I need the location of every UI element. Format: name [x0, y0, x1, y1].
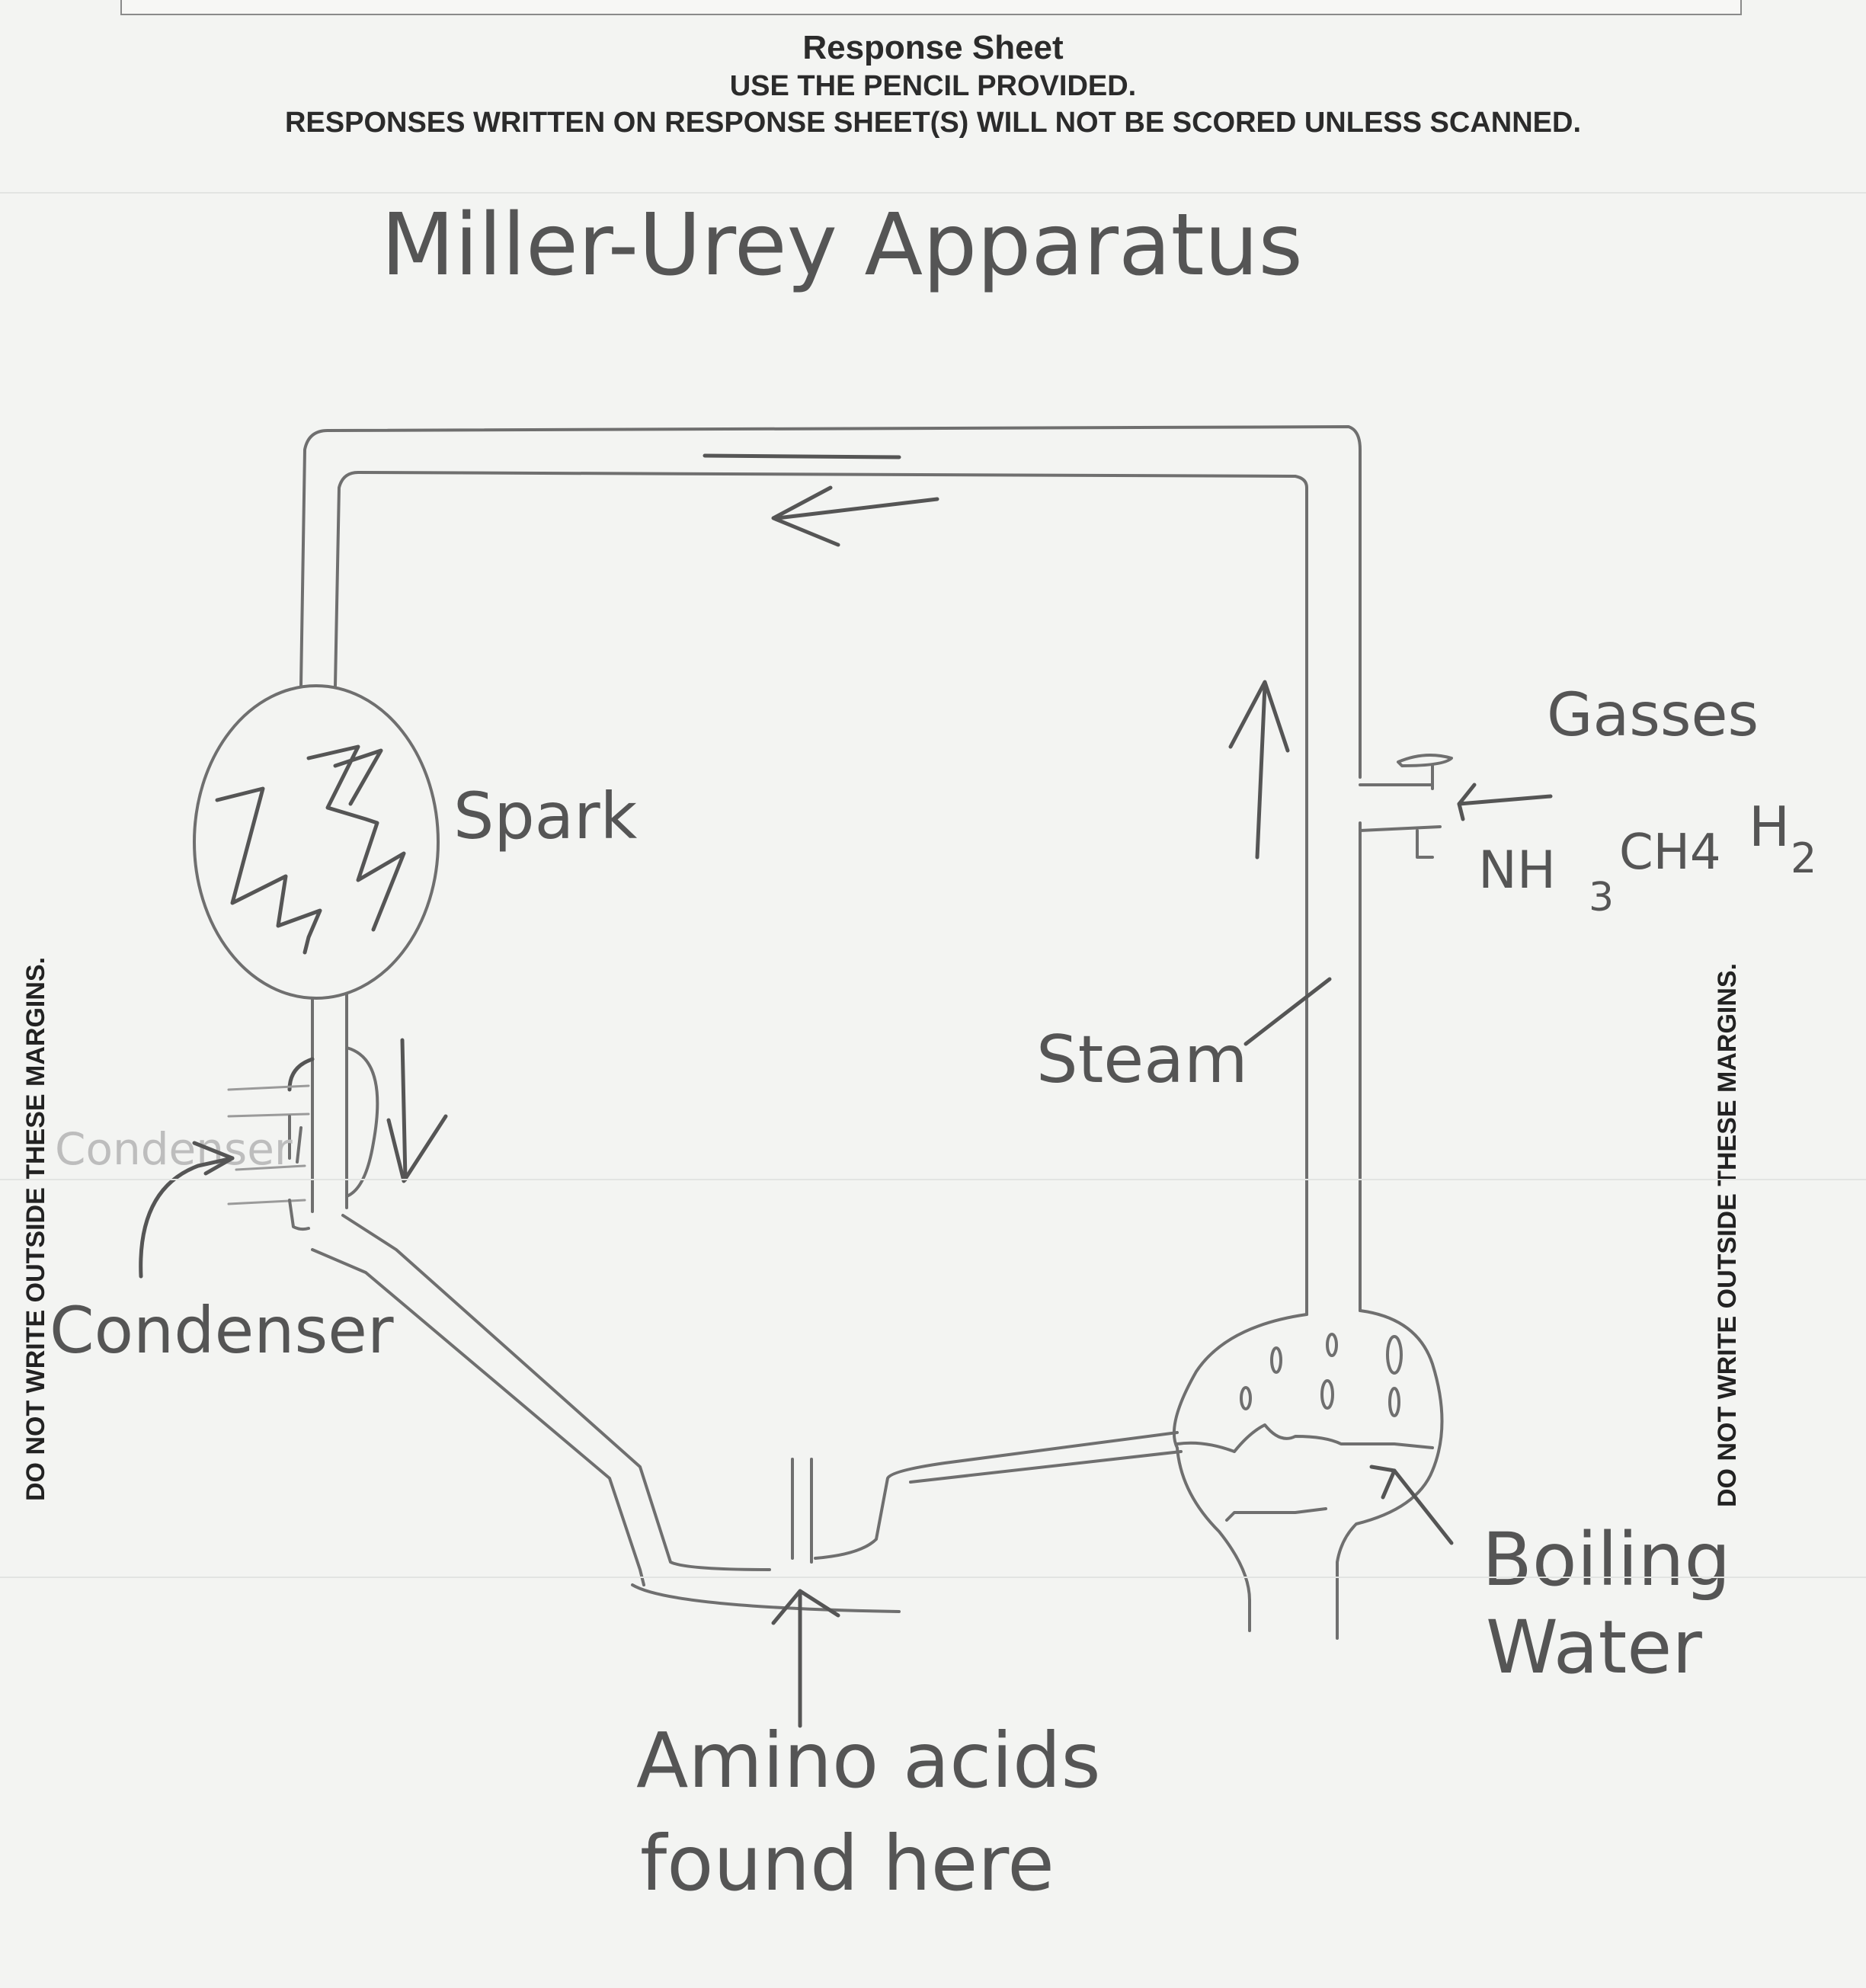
- h2-label: H: [1749, 795, 1790, 859]
- condenser-faint-label: Condenser: [55, 1123, 293, 1175]
- nh3-subscript: 3: [1589, 875, 1614, 920]
- instruction-pencil: USE THE PENCIL PROVIDED.: [729, 70, 1137, 102]
- up-arrow-right: [1228, 680, 1290, 860]
- boiling-label-line1: Boiling: [1482, 1517, 1730, 1602]
- h2-subscript: 2: [1791, 834, 1816, 882]
- condenser-pointer-arrow: Condenser: [50, 1141, 394, 1368]
- sheet-title: Response Sheet: [802, 29, 1064, 66]
- condenser: Condenser: [55, 993, 379, 1231]
- amino-acids-annotation: Amino acids found here: [636, 1589, 1101, 1908]
- ruled-lines: [0, 192, 1866, 1578]
- gas-inlet-valve: [1359, 754, 1553, 859]
- boiling-label-line2: Water: [1486, 1605, 1702, 1690]
- steam-annotation: Steam: [1036, 977, 1332, 1098]
- gasses-label: Gasses: [1547, 681, 1759, 750]
- ch4-label: CH4: [1619, 824, 1721, 881]
- left-arrow-top: [771, 485, 939, 547]
- amino-label-line1: Amino acids: [636, 1716, 1101, 1805]
- amino-label-line2: found here: [640, 1819, 1055, 1908]
- boiling-flask: Boiling Water: [1172, 1309, 1730, 1690]
- collection-tube: [311, 1214, 1183, 1613]
- top-form-box: [120, 0, 1742, 15]
- diagram-title: Miller-Urey Apparatus: [381, 196, 1303, 295]
- instruction-scanned: RESPONSES WRITTEN ON RESPONSE SHEET(S) W…: [284, 107, 1582, 139]
- gas-labels: Gasses NH 3 CH4 H 2: [1478, 681, 1816, 920]
- condenser-label: Condenser: [50, 1293, 394, 1368]
- down-arrow-left: [386, 1038, 448, 1183]
- nh3-label: NH: [1478, 840, 1556, 901]
- spark-label: Spark: [453, 779, 638, 853]
- steam-label: Steam: [1036, 1022, 1248, 1098]
- spark-flask: Spark: [193, 684, 638, 1000]
- top-tube: [299, 425, 1362, 1316]
